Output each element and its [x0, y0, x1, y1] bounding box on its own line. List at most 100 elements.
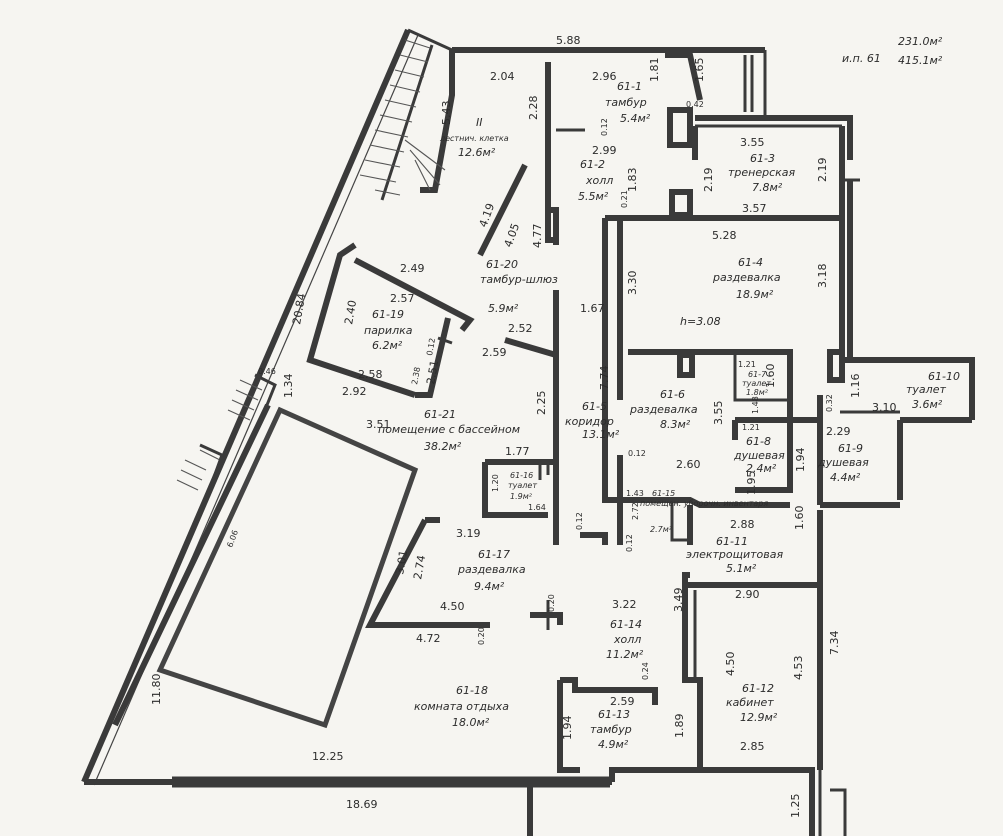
dim-label: 2.19	[816, 158, 829, 183]
wall-61-17	[365, 517, 490, 628]
dim-label: 4.77	[531, 224, 544, 249]
room-name: тамбур	[590, 723, 632, 736]
dim-label: 1.94	[561, 716, 574, 741]
dim-label: 11.80	[150, 674, 163, 706]
dim-label: 3.49	[672, 588, 685, 613]
room-area: 11.2м²	[606, 648, 644, 661]
wall-61-19-right	[415, 317, 451, 398]
room-name: коридор	[565, 415, 614, 428]
bottom-right-wall	[609, 767, 815, 836]
column-61-4	[827, 349, 845, 383]
wall-61-15-inner	[670, 500, 690, 542]
dim-label: 2.04	[490, 70, 515, 83]
room-area: 18.9м²	[736, 288, 774, 301]
room-area: 18.0м²	[452, 716, 490, 729]
dim-label: 1.34	[282, 374, 295, 399]
lower-stair-wall-2	[199, 443, 224, 489]
staircase	[359, 28, 455, 201]
room-name: лестнич. клетка	[439, 134, 509, 143]
dim-label: 3.18	[816, 264, 829, 289]
dim-label: 2.60	[676, 458, 701, 471]
dim-label: 2.58	[358, 368, 383, 381]
pool	[112, 403, 419, 729]
room-name: электрощитовая	[686, 548, 783, 561]
dim-label: 1.43	[626, 489, 644, 498]
dim-label: 2.99	[592, 144, 617, 157]
lower-stair-treads-1	[227, 379, 263, 421]
column-61-3	[669, 189, 693, 218]
dim-label: 1.95	[745, 471, 758, 496]
room-area: 8.3м²	[660, 418, 691, 431]
room-number: 61-15	[652, 489, 675, 498]
wall-61-3-top	[695, 115, 853, 160]
wall-61-14-stub	[530, 612, 563, 625]
room-number: 61-16	[510, 471, 533, 480]
stair-wall	[420, 50, 455, 193]
dim-label: 2.19	[702, 168, 715, 193]
room-number: 61-3	[750, 152, 775, 165]
dim-label: 0.20	[547, 594, 556, 612]
dim-label: 1.67	[580, 302, 605, 315]
room-name: раздевалка	[629, 403, 698, 416]
dim-label: 3.22	[612, 598, 637, 611]
room-area: 38.2м²	[424, 440, 462, 453]
dim-label: 2.88	[730, 518, 755, 531]
dim-label: 1.20	[491, 474, 500, 492]
room-number: 61-1	[617, 80, 642, 93]
ceiling-height: h=3.08	[680, 315, 721, 328]
dim-label: 4.50	[724, 652, 737, 677]
room-name: комната отдыха	[414, 700, 509, 713]
room-number: 61-19	[372, 308, 404, 321]
wall-61-12-left	[682, 585, 703, 770]
room-name: душевая	[733, 449, 785, 462]
room-name: тамбур	[605, 96, 647, 109]
room-number: 61-8	[746, 435, 771, 448]
room-area: 4.4м²	[830, 471, 861, 484]
dim-label: 1.81	[648, 58, 661, 83]
wall-61-1-top	[665, 52, 703, 101]
room-name: помещение с бассейном	[378, 423, 520, 436]
dim-label: 2.85	[740, 740, 765, 753]
dim-label: 2.49	[400, 262, 425, 275]
dim-label: 6.06	[225, 529, 240, 549]
pool-basin	[156, 406, 419, 729]
dim-label: 2.90	[735, 588, 760, 601]
wall-61-19-outer	[306, 242, 416, 398]
unit-label: и.п. 61	[842, 52, 881, 65]
dim-label: 5.28	[712, 229, 737, 242]
wall-61-19-top	[353, 257, 475, 332]
dim-label: 0.12	[628, 449, 646, 458]
room-name: туалет	[508, 481, 537, 490]
dim-label: 2.25	[535, 391, 548, 416]
room-area: 5.1м²	[726, 562, 757, 575]
dim-label: 2.38	[410, 366, 422, 385]
dim-label: 2.52	[508, 322, 533, 335]
wall-61-7	[733, 355, 790, 402]
dim-label: 4.50	[440, 600, 465, 613]
dim-label: 1.25	[789, 794, 802, 819]
wall-corridor-right	[602, 218, 620, 503]
dim-label: 2.40	[342, 299, 359, 325]
dim-label: 1.21	[738, 360, 756, 369]
room-name: помещен. уборочн. инвентаря	[640, 499, 768, 508]
room-number: 61-6	[660, 388, 685, 401]
room-number: 61-13	[598, 708, 630, 721]
dim-label: 1.64	[528, 503, 546, 512]
dim-label: 1.60	[793, 506, 806, 531]
dim-label: 12.25	[312, 750, 344, 763]
room-area: 12.9м²	[740, 711, 778, 724]
room-area: 4.9м²	[598, 738, 629, 751]
wall-61-13-top	[560, 677, 658, 705]
dim-label: 0.12	[425, 337, 437, 356]
room-name: тамбур-шлюз	[480, 273, 558, 286]
room-area: 5.5м²	[578, 190, 609, 203]
wall-61-8-top	[732, 417, 790, 440]
dim-label: 1.48	[751, 396, 760, 414]
shower-9-outer	[897, 417, 972, 500]
room-number: 61-2	[580, 158, 605, 171]
room-area: 2.4м²	[746, 462, 777, 475]
column-61-6	[677, 352, 695, 378]
room-area: 7.8м²	[752, 181, 783, 194]
